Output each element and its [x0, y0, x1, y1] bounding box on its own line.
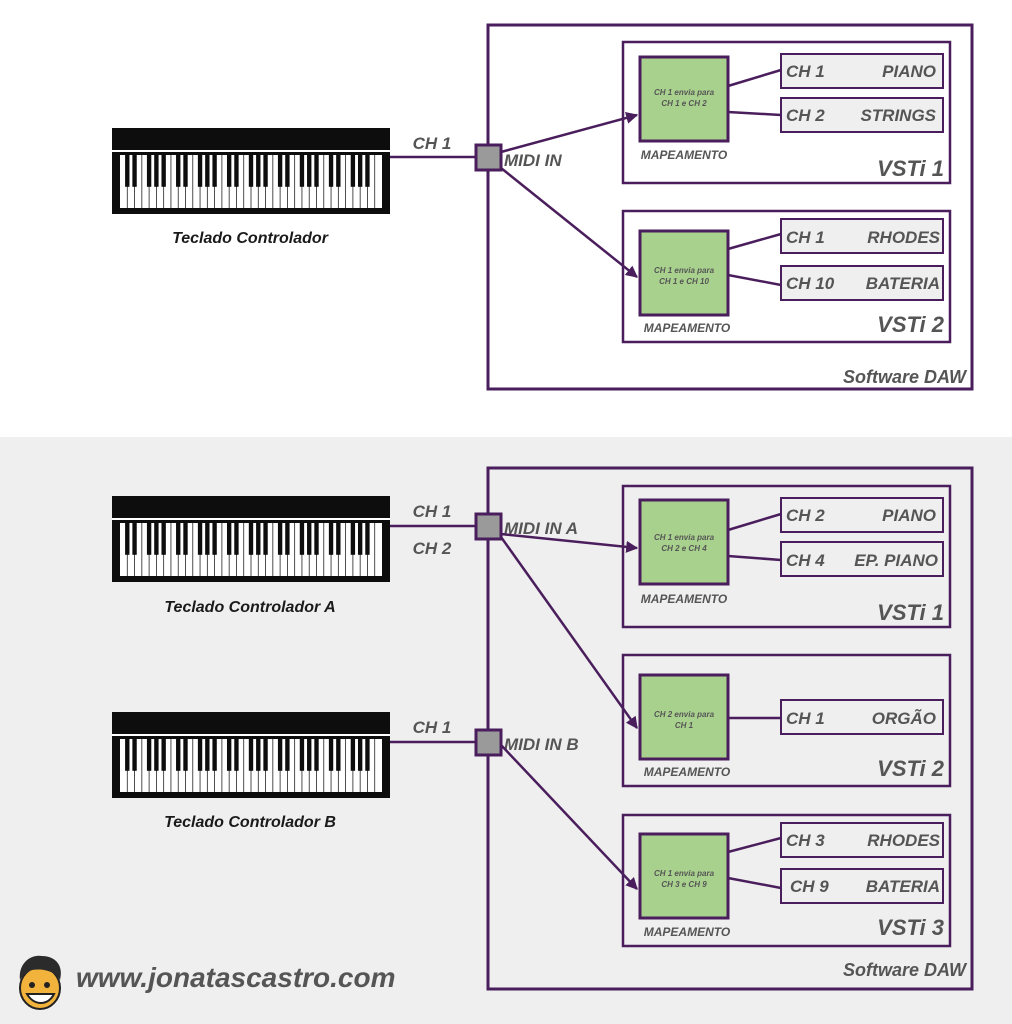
instrument-name: PIANO: [882, 62, 936, 81]
midi-in-label: MIDI IN: [504, 151, 562, 170]
vsti-frame: [621, 484, 952, 629]
cable-channel-label: CH 1: [413, 502, 452, 521]
vsti-1-panel: CH 1 envia para CH 1 e CH 2 MAPEAMENTO C…: [621, 40, 952, 185]
mapping-box: [638, 55, 730, 143]
cable-channel-label: CH 1: [413, 718, 452, 737]
vsti-2-panel: CH 2 envia para CH 1 MAPEAMENTO CH 1 ORG…: [621, 653, 952, 788]
channel-wire: [727, 554, 782, 562]
instrument-name: ORGÃO: [872, 708, 936, 728]
mapping-text-line1: CH 2 envia para: [654, 710, 715, 719]
daw-label: Software DAW: [843, 367, 968, 387]
vsti-frame: [621, 653, 952, 788]
channel-wire: [727, 836, 782, 854]
mapping-text-line1: CH 1 envia para: [654, 533, 715, 542]
mapping-text-line2: CH 1 e CH 2: [661, 99, 707, 108]
vsti-frame: [621, 209, 952, 344]
midi-in-b-port: [474, 728, 503, 757]
channel-box: [780, 265, 944, 301]
channel-box: [780, 97, 944, 133]
keyboard-icon: [112, 128, 390, 214]
channel-number: CH 1: [786, 709, 825, 728]
mapping-text-line2: CH 3 e CH 9: [661, 880, 707, 889]
channel-number: CH 9: [790, 877, 829, 896]
instrument-name: EP. PIANO: [854, 551, 938, 570]
bottom-diagram: Teclado Controlador A Teclado Controlado…: [112, 466, 974, 991]
vsti-title: VSTi 2: [877, 756, 945, 781]
mapping-label: MAPEAMENTO: [644, 765, 731, 779]
midi-in-a-label: MIDI IN A: [504, 519, 578, 538]
vsti-3-panel: CH 1 envia para CH 3 e CH 9 MAPEAMENTO C…: [621, 813, 952, 948]
channel-wire: [727, 110, 782, 117]
vsti-frame: [621, 813, 952, 948]
channel-number: CH 10: [786, 274, 835, 293]
mapping-box: [638, 498, 730, 586]
channel-box: [780, 822, 944, 858]
mapping-text-line2: CH 1: [675, 721, 694, 730]
channel-wire: [727, 876, 782, 890]
instrument-name: PIANO: [882, 506, 936, 525]
website-url: www.jonatascastro.com: [76, 962, 396, 993]
cable-channel-label: CH 1: [413, 134, 452, 153]
channel-wire: [727, 68, 782, 88]
cartoon-face-icon: [19, 955, 61, 1010]
mapping-label: MAPEAMENTO: [641, 148, 728, 162]
routing-arrow: [500, 744, 638, 890]
vsti-1-panel: CH 1 envia para CH 2 e CH 4 MAPEAMENTO C…: [621, 484, 952, 629]
mapping-box: [638, 229, 730, 317]
channel-box: [780, 699, 944, 735]
keyboard-icon: [112, 496, 390, 582]
channel-wire: [727, 232, 782, 251]
instrument-name: BATERIA: [866, 274, 940, 293]
midi-in-a-port: [474, 512, 503, 541]
mapping-text-line1: CH 1 envia para: [654, 88, 715, 97]
channel-number: CH 4: [786, 551, 825, 570]
channel-wire: [727, 512, 782, 532]
channel-box: [780, 868, 944, 904]
top-diagram: Teclado Controlador CH 1 Software DAW MI…: [112, 23, 974, 391]
vsti-title: VSTi 1: [877, 600, 944, 625]
mapping-label: MAPEAMENTO: [641, 592, 728, 606]
channel-box: [780, 53, 944, 89]
routing-arrow: [499, 536, 639, 729]
mapping-text-line1: CH 1 envia para: [654, 869, 715, 878]
routing-arrow: [500, 112, 639, 154]
channel-box: [780, 497, 944, 533]
midi-in-port: [474, 143, 503, 172]
mapping-label: MAPEAMENTO: [644, 321, 731, 335]
vsti-title: VSTi 1: [877, 156, 944, 181]
vsti-title: VSTi 2: [877, 312, 945, 337]
routing-arrow: [500, 532, 639, 553]
cable-channel-label: CH 2: [413, 539, 452, 558]
mapping-text-line2: CH 1 e CH 10: [659, 277, 709, 286]
keyboard-b-label: Teclado Controlador B: [164, 814, 336, 831]
instrument-name: BATERIA: [866, 877, 940, 896]
vsti-title: VSTi 3: [877, 915, 944, 940]
keyboard-a-label: Teclado Controlador A: [164, 599, 335, 616]
instrument-name: STRINGS: [860, 106, 936, 125]
midi-in-b-label: MIDI IN B: [504, 735, 579, 754]
instrument-name: RHODES: [867, 228, 940, 247]
channel-number: CH 2: [786, 506, 825, 525]
mapping-box: [638, 832, 730, 920]
daw-frame: [486, 23, 974, 391]
keyboard-icon: [112, 712, 390, 798]
vsti-frame: [621, 40, 952, 185]
channel-number: CH 1: [786, 62, 825, 81]
instrument-name: RHODES: [867, 831, 940, 850]
routing-arrow: [500, 167, 638, 278]
channel-box: [780, 218, 944, 254]
channel-wire: [727, 273, 782, 287]
vsti-2-panel: CH 1 envia para CH 1 e CH 10 MAPEAMENTO …: [621, 209, 952, 344]
daw-label: Software DAW: [843, 960, 968, 980]
channel-number: CH 3: [786, 831, 825, 850]
mapping-label: MAPEAMENTO: [644, 925, 731, 939]
mapping-text-line2: CH 2 e CH 4: [661, 544, 707, 553]
mapping-text-line1: CH 1 envia para: [654, 266, 715, 275]
keyboard-label: Teclado Controlador: [172, 230, 329, 247]
channel-box: [780, 541, 944, 577]
channel-number: CH 1: [786, 228, 825, 247]
channel-number: CH 2: [786, 106, 825, 125]
